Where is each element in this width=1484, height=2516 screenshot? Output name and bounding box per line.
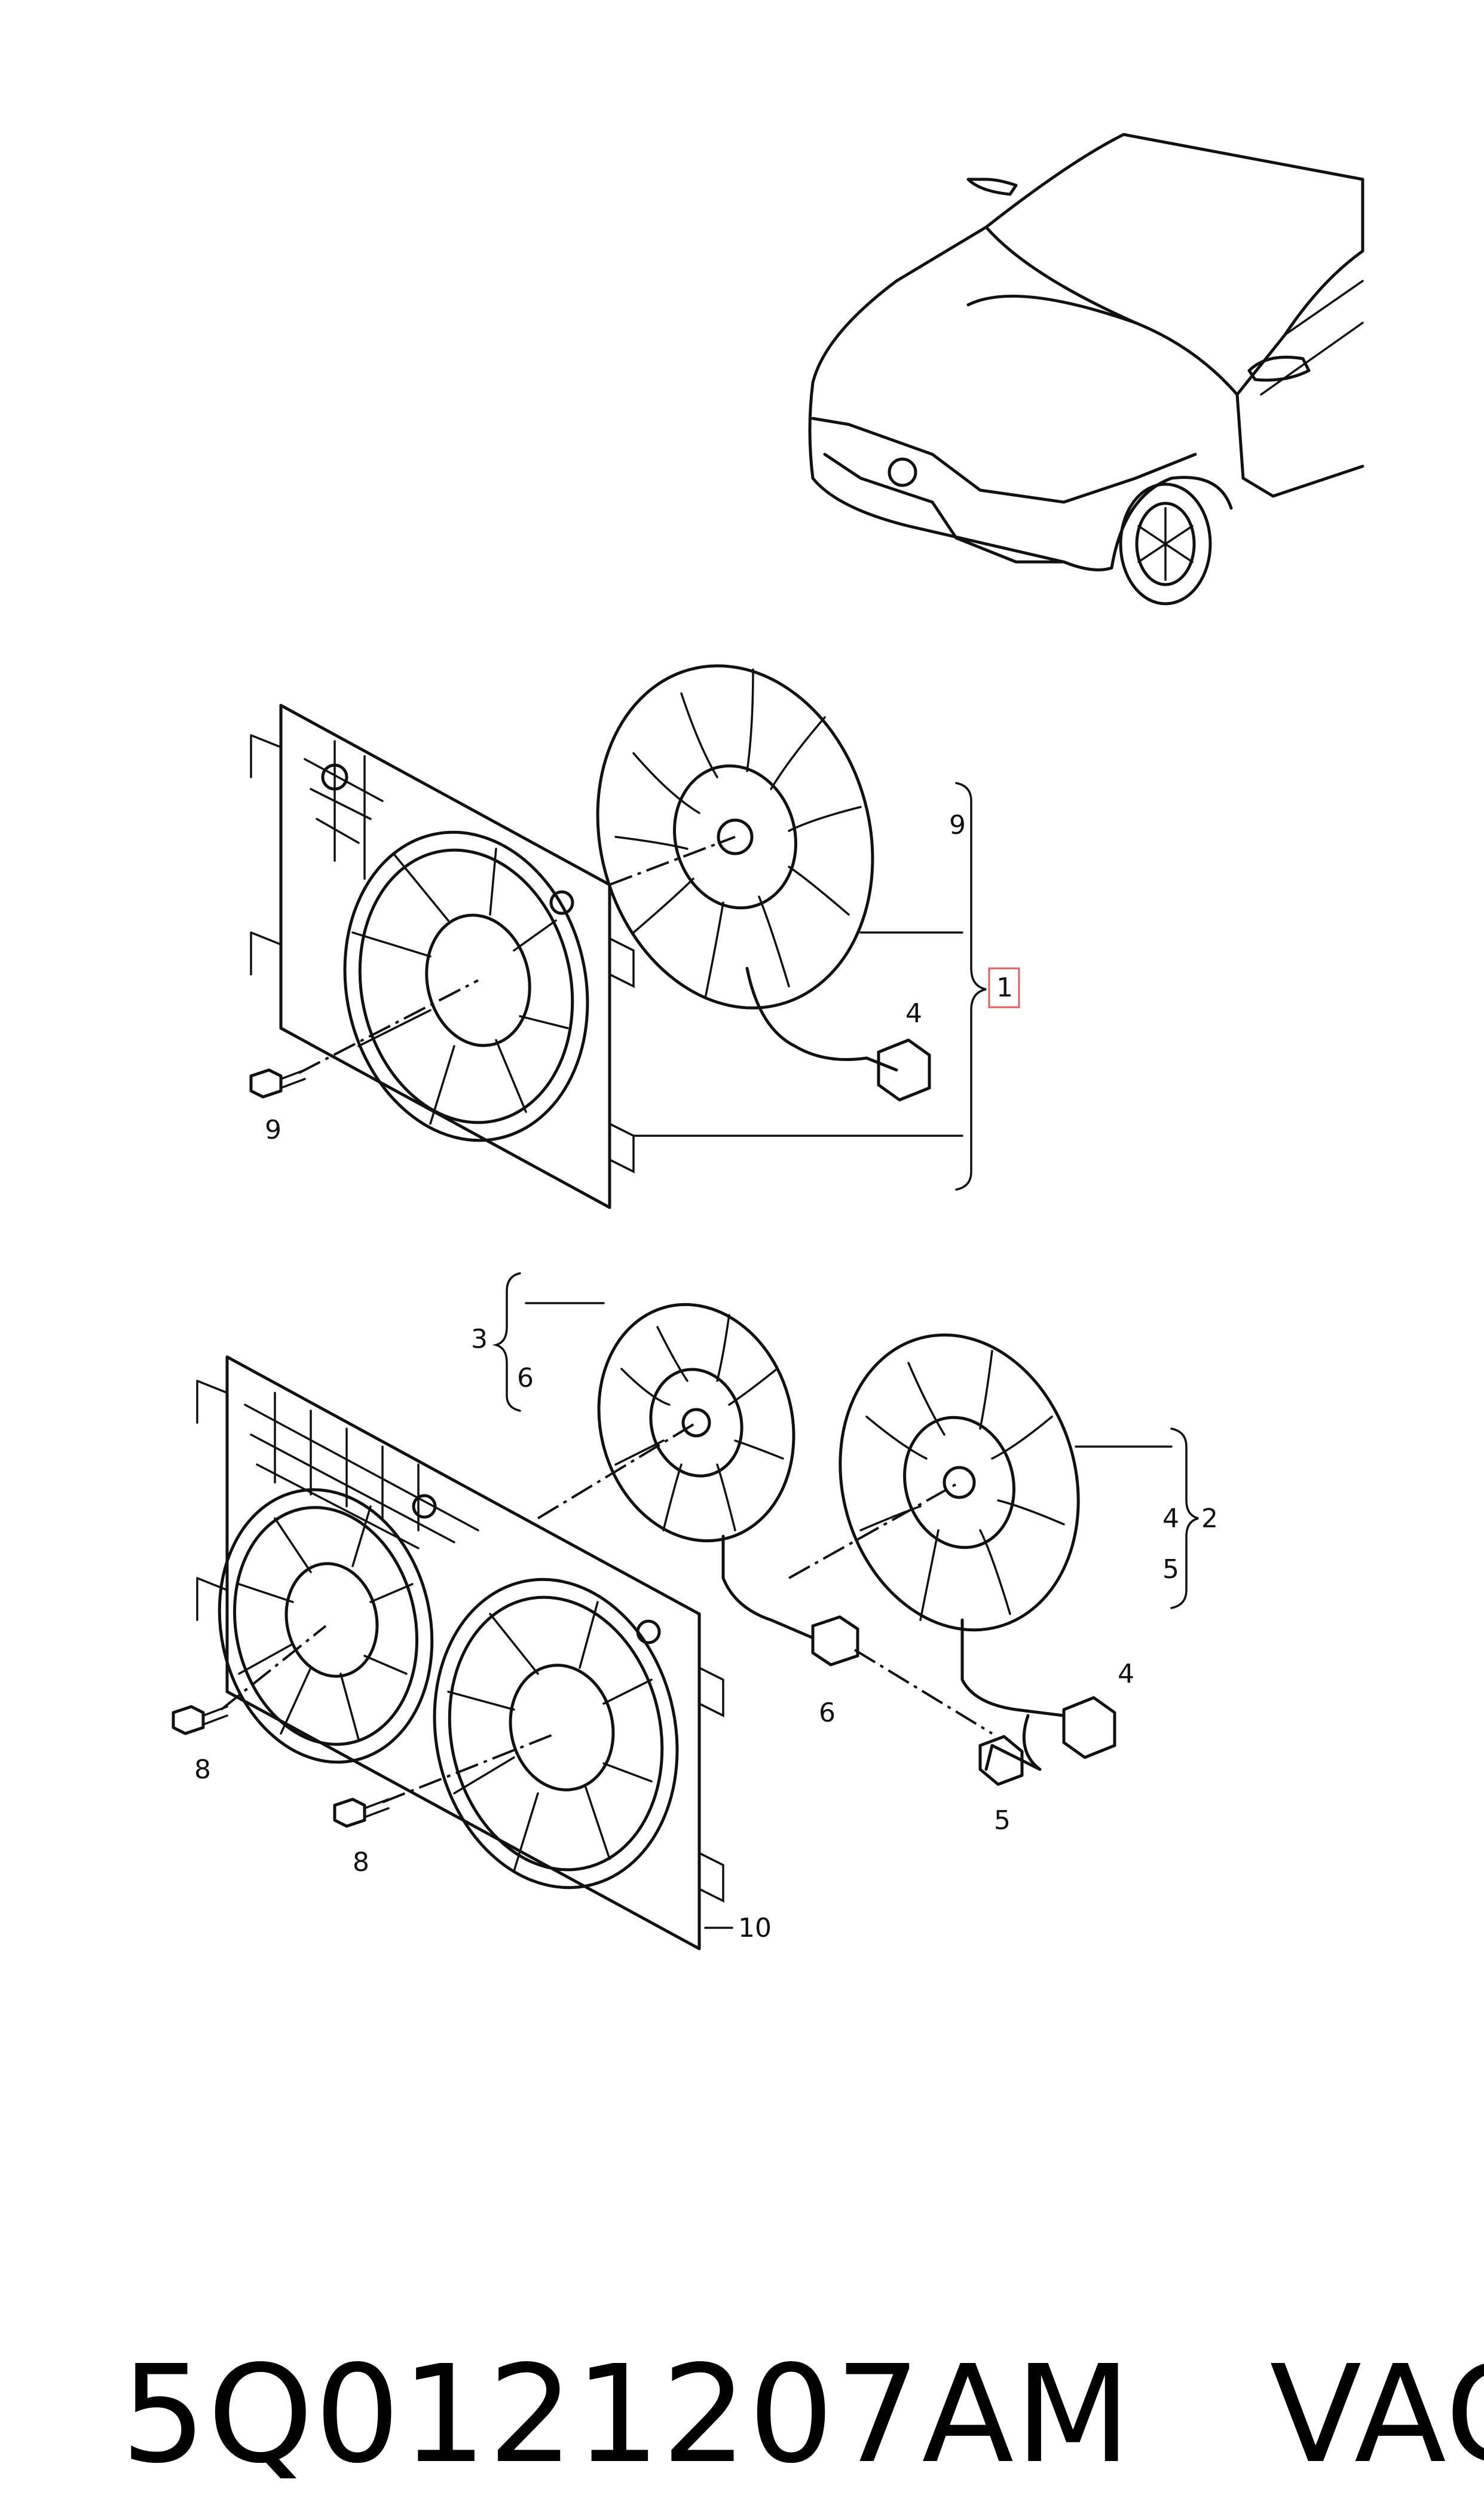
part-highlight-box bbox=[988, 967, 1020, 1008]
lower-assembly bbox=[172, 1272, 1199, 1951]
callout-8-upper-bolt: 8 bbox=[194, 1754, 211, 1785]
part-number: 5Q0121207AM bbox=[121, 2337, 1133, 2493]
callout-9-bolt: 9 bbox=[265, 1115, 281, 1145]
callout-9-fan: 9 bbox=[949, 810, 966, 840]
callout-5-connector: 5 bbox=[994, 1805, 1011, 1836]
upper-callouts: 1 9 4 9 bbox=[265, 810, 1020, 1145]
callout-4-connector: 4 bbox=[1118, 1659, 1134, 1689]
lower-callouts: 3 6 2 4 5 6 4 5 8 8 10 bbox=[194, 1324, 1218, 1943]
callout-6-connector: 6 bbox=[819, 1698, 836, 1728]
part-number-footer: 5Q0121207AM VAG bbox=[33, 2182, 1484, 2493]
lower-shroud bbox=[225, 1355, 701, 1951]
callout-4-connector: 4 bbox=[905, 998, 922, 1029]
callout-2: 2 bbox=[1201, 1503, 1218, 1534]
upper-shroud bbox=[279, 704, 611, 1209]
callout-5-fan: 5 bbox=[1162, 1554, 1179, 1585]
callout-6-fan: 6 bbox=[517, 1363, 534, 1393]
callout-1: 1 bbox=[996, 973, 1013, 1003]
callout-4-fan: 4 bbox=[1162, 1503, 1179, 1534]
upper-assembly bbox=[249, 664, 987, 1209]
brand-label: VAG bbox=[1269, 2337, 1484, 2493]
callout-8-lower-bolt: 8 bbox=[353, 1847, 369, 1878]
callout-10: 10 bbox=[738, 1913, 772, 1943]
car-illustration bbox=[808, 133, 1364, 606]
callout-3: 3 bbox=[471, 1324, 488, 1355]
